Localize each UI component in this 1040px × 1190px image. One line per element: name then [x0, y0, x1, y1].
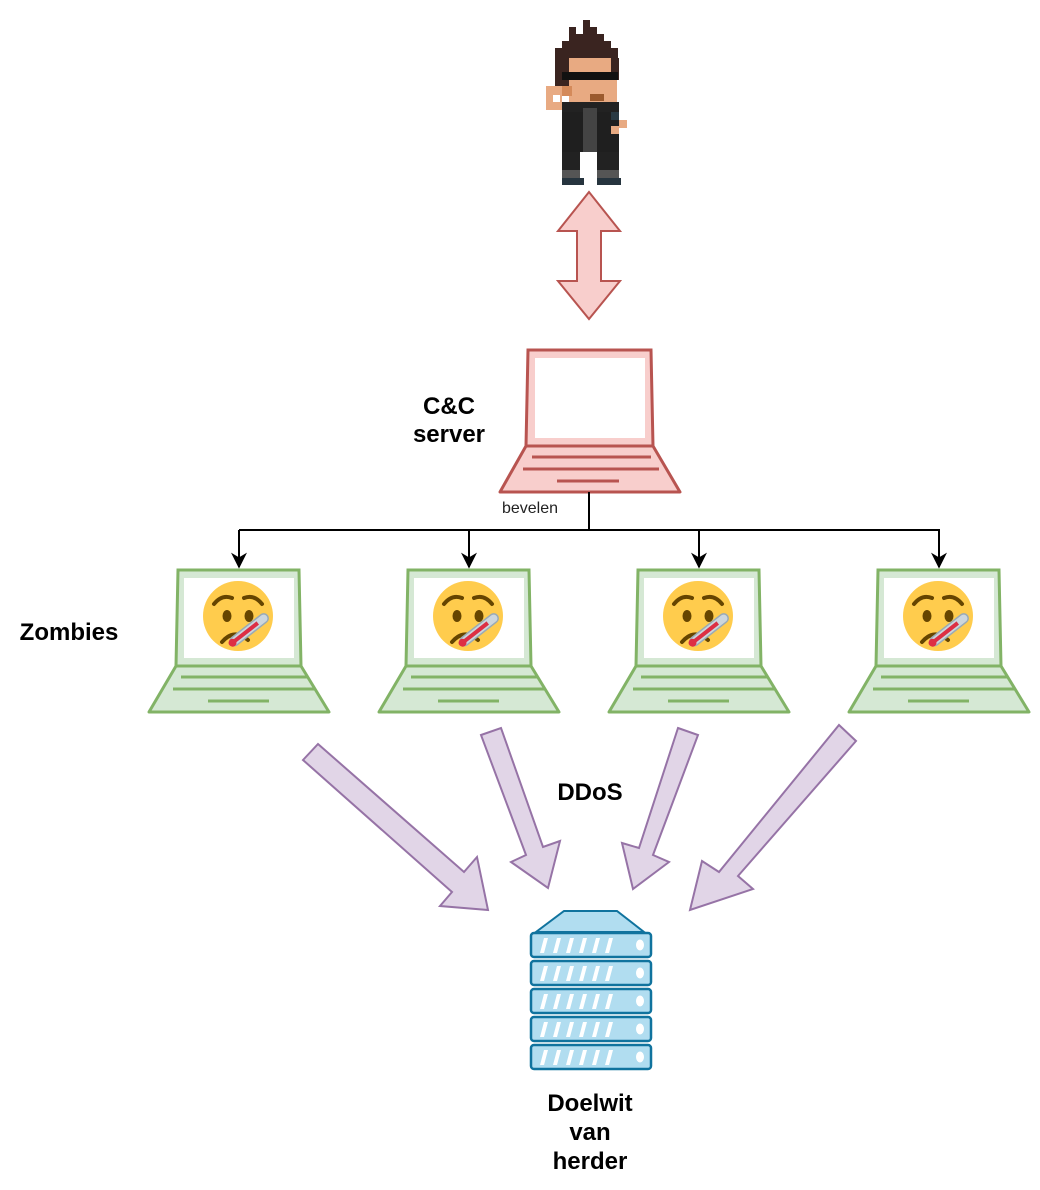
zombie-laptop-icon	[147, 568, 331, 714]
server-unit	[529, 959, 653, 987]
server-unit	[529, 987, 653, 1015]
sick-face-icon	[903, 581, 973, 651]
ddos-arrow	[301, 742, 490, 912]
zombie-laptop-icon	[377, 568, 561, 714]
server-unit	[529, 1015, 653, 1043]
cc-server-laptop-icon	[498, 348, 682, 494]
ddos-arrow	[479, 726, 562, 890]
command-connectors	[231, 492, 947, 569]
server-rack-icon	[529, 910, 653, 1071]
zombie-laptops	[147, 568, 1031, 714]
sick-face-icon	[433, 581, 503, 651]
ddos-label: DDoS	[557, 779, 623, 806]
sick-face-icon	[203, 581, 273, 651]
pixel-hacker-icon	[546, 20, 627, 185]
cc-server-label: C&C server	[412, 393, 486, 448]
ddos-arrow	[688, 723, 858, 912]
ddos-arrow	[620, 726, 700, 891]
commands-edge-label: bevelen	[501, 500, 559, 517]
zombie-laptop-icon	[607, 568, 791, 714]
ddos-arrows	[301, 723, 858, 912]
sick-face-icon	[663, 581, 733, 651]
server-unit	[529, 1043, 653, 1071]
herder-cc-double-arrow	[555, 190, 623, 321]
server-unit	[529, 931, 653, 959]
zombies-label: Zombies	[19, 619, 119, 646]
zombie-laptop-icon	[847, 568, 1031, 714]
target-label: Doelwit van herder	[547, 1090, 633, 1175]
